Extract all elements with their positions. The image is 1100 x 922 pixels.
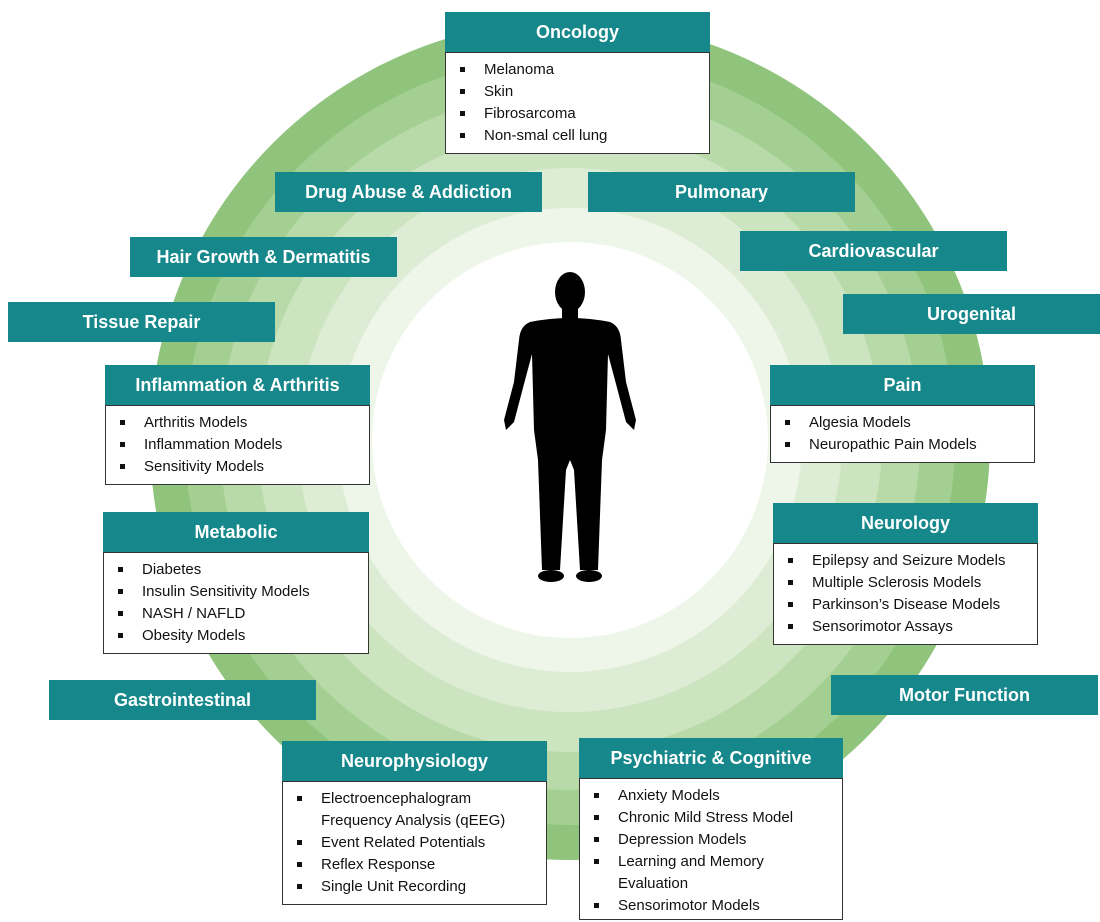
category-psychiatric: Psychiatric & Cognitive Anxiety Models C…: [579, 738, 843, 920]
list-item: Epilepsy and Seizure Models: [786, 550, 1029, 572]
list-item: Sensorimotor Models: [592, 895, 834, 917]
list-item: Single Unit Recording: [295, 876, 538, 898]
pain-header: Pain: [770, 365, 1035, 405]
list-item: Inflammation Models: [118, 434, 361, 456]
list-item: Neuropathic Pain Models: [783, 434, 1026, 456]
oncology-list-box: Melanoma Skin Fibrosarcoma Non-smal cell…: [445, 52, 710, 154]
list-item: NASH / NAFLD: [116, 603, 360, 625]
pain-list-box: Algesia Models Neuropathic Pain Models: [770, 405, 1035, 463]
list-item: Melanoma: [458, 59, 701, 81]
neurophysiology-list-box: Electroencephalogram Frequency Analysis …: [282, 781, 547, 905]
category-metabolic: Metabolic Diabetes Insulin Sensitivity M…: [103, 512, 369, 654]
category-urogenital: Urogenital: [843, 294, 1100, 334]
neurology-header: Neurology: [773, 503, 1038, 543]
list-item: Sensitivity Models: [118, 456, 361, 478]
list-item: Parkinson’s Disease Models: [786, 594, 1029, 616]
category-oncology: Oncology Melanoma Skin Fibrosarcoma Non-…: [445, 12, 710, 154]
category-neurology: Neurology Epilepsy and Seizure Models Mu…: [773, 503, 1038, 645]
neurology-list-box: Epilepsy and Seizure Models Multiple Scl…: [773, 543, 1038, 645]
inflammation-header: Inflammation & Arthritis: [105, 365, 370, 405]
psychiatric-header: Psychiatric & Cognitive: [579, 738, 843, 778]
metabolic-list-box: Diabetes Insulin Sensitivity Models NASH…: [103, 552, 369, 654]
human-body-icon: [504, 272, 636, 582]
list-item: Skin: [458, 81, 701, 103]
list-item: Electroencephalogram Frequency Analysis …: [295, 788, 538, 832]
list-item: Obesity Models: [116, 625, 360, 647]
category-tissue-repair: Tissue Repair: [8, 302, 275, 342]
list-item: Multiple Sclerosis Models: [786, 572, 1029, 594]
list-item: Learning and Memory Evaluation: [592, 851, 834, 895]
oncology-header: Oncology: [445, 12, 710, 52]
list-item: Anxiety Models: [592, 785, 834, 807]
list-item: Reflex Response: [295, 854, 538, 876]
list-item: Diabetes: [116, 559, 360, 581]
list-item: Arthritis Models: [118, 412, 361, 434]
list-item: Event Related Potentials: [295, 832, 538, 854]
category-cardiovascular: Cardiovascular: [740, 231, 1007, 271]
category-hair-growth: Hair Growth & Dermatitis: [130, 237, 397, 277]
list-item: Sensorimotor Assays: [786, 616, 1029, 638]
list-item: Algesia Models: [783, 412, 1026, 434]
list-item: Fibrosarcoma: [458, 103, 701, 125]
metabolic-header: Metabolic: [103, 512, 369, 552]
list-item: Chronic Mild Stress Model: [592, 807, 834, 829]
category-pain: Pain Algesia Models Neuropathic Pain Mod…: [770, 365, 1035, 463]
list-item: Non-smal cell lung: [458, 125, 701, 147]
category-pulmonary: Pulmonary: [588, 172, 855, 212]
category-drug-abuse: Drug Abuse & Addiction: [275, 172, 542, 212]
list-item: Insulin Sensitivity Models: [116, 581, 360, 603]
inflammation-list-box: Arthritis Models Inflammation Models Sen…: [105, 405, 370, 485]
category-neurophysiology: Neurophysiology Electroencephalogram Fre…: [282, 741, 547, 905]
list-item: Depression Models: [592, 829, 834, 851]
neurophysiology-header: Neurophysiology: [282, 741, 547, 781]
psychiatric-list-box: Anxiety Models Chronic Mild Stress Model…: [579, 778, 843, 920]
category-motor-function: Motor Function: [831, 675, 1098, 715]
category-gastrointestinal: Gastrointestinal: [49, 680, 316, 720]
category-inflammation: Inflammation & Arthritis Arthritis Model…: [105, 365, 370, 485]
